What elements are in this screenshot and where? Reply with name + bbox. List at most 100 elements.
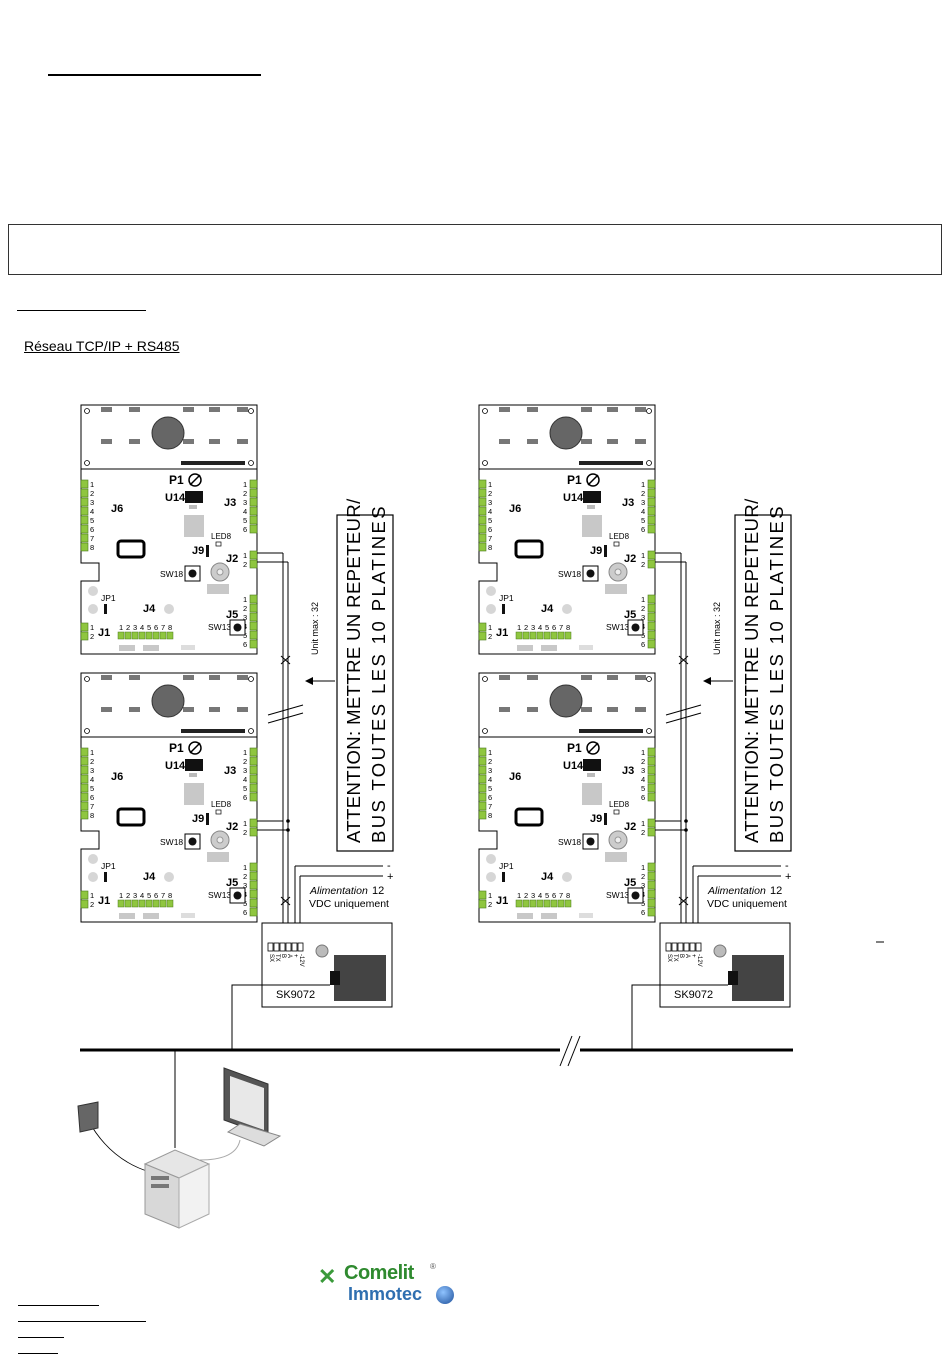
connector-j6-pin-label: 3	[488, 766, 492, 775]
connector-j3-pin-label: 4	[641, 507, 645, 516]
label-u14: U14	[165, 760, 186, 772]
connector-j5-pin	[249, 862, 258, 872]
module-terminal	[665, 942, 672, 952]
module-terminal-label: B	[678, 954, 684, 958]
connector-j4-pin	[131, 631, 139, 640]
connector-j6-pin	[80, 792, 89, 802]
buzzer-center	[216, 568, 224, 576]
mount-hole-icon	[482, 460, 488, 466]
board-mid-tab	[129, 439, 140, 444]
connector-j6-pin-label: 3	[90, 498, 94, 507]
connector-j3-pin-label: 3	[641, 498, 645, 507]
connector-j5-pin	[647, 871, 656, 881]
jumper-jp1	[104, 604, 107, 614]
grey-pad	[517, 645, 533, 651]
potentiometer-slot	[189, 474, 201, 486]
board-top-tab	[183, 407, 194, 412]
label-led8: LED8	[609, 532, 630, 541]
connector-j1-pin-label: 2	[90, 900, 94, 909]
mount-hole-icon	[646, 728, 652, 734]
grey-component-block	[582, 515, 602, 537]
label-led8: LED8	[211, 800, 232, 809]
label-u14: U14	[563, 760, 584, 772]
module-terminal-label: A	[684, 954, 690, 958]
footer-rule-2	[18, 1321, 146, 1322]
connector-j6-pin	[478, 542, 487, 552]
board-top-tab	[183, 675, 194, 680]
connector-j3-pin-label: 6	[243, 793, 247, 802]
notice-box	[8, 224, 942, 275]
board-top-tab	[209, 675, 220, 680]
label-j9: J9	[590, 813, 602, 825]
connector-j4-pin	[529, 631, 537, 640]
connector-j5-pin	[249, 621, 258, 631]
connector-j6-pin	[80, 524, 89, 534]
monitor-base	[226, 1123, 282, 1147]
power-plus-label: +	[387, 871, 393, 883]
grey-component-block	[184, 515, 204, 537]
server-drive-slot	[151, 1184, 169, 1188]
board-mid-tab	[581, 439, 592, 444]
connector-j3-pin-label: 1	[243, 748, 247, 757]
component-circle	[88, 604, 98, 614]
display-connector-outline	[514, 807, 544, 827]
chip-u14-pad	[587, 773, 595, 777]
attention-text-line1: ATTENTION: METTRE UN REPETEUR/	[741, 498, 762, 843]
connector-j3-pin	[647, 765, 656, 775]
connector-j4-pin	[515, 631, 523, 640]
label-p1: P1	[567, 473, 582, 487]
board-mid-tab	[635, 707, 646, 712]
arrow-head-icon	[305, 677, 313, 685]
connector-j1-pin-label: 1	[488, 891, 492, 900]
connector-j5-pin-label: 1	[243, 595, 247, 604]
unit-max-label: Unit max : 32	[310, 602, 320, 655]
grey-pad	[541, 913, 557, 919]
board-top-tab	[209, 407, 220, 412]
board-mid-tab	[183, 439, 194, 444]
label-sw13: SW13	[606, 890, 629, 900]
connector-j4-pin-label: 2	[524, 891, 528, 900]
connector-j5-pin-label: 2	[243, 604, 247, 613]
connector-j4-pin	[138, 899, 146, 908]
chip-u14-pad	[189, 773, 197, 777]
connector-j2-pin	[647, 550, 656, 560]
led8-icon	[613, 809, 620, 815]
connector-j4-pin-label: 5	[545, 891, 549, 900]
connector-j6-pin-label: 4	[488, 507, 492, 516]
module-terminal	[683, 942, 690, 952]
attention-box	[336, 514, 394, 852]
connector-j5-pin-label: 1	[641, 863, 645, 872]
connector-j4-pin	[536, 631, 544, 640]
connector-j3-pin	[249, 515, 258, 525]
connector-j6-pin	[80, 533, 89, 543]
module-ethernet-link	[631, 984, 728, 1050]
connector-j2-pin	[647, 827, 656, 837]
label-j5: J5	[226, 609, 238, 621]
module-terminal	[671, 942, 678, 952]
connector-j4-pin	[145, 631, 153, 640]
board-top-tab	[499, 407, 510, 412]
connector-j6-pin-label: 8	[488, 811, 492, 820]
switch-sw13-button	[631, 623, 640, 632]
potentiometer-icon	[586, 741, 600, 755]
connector-j4-pin-label: 2	[126, 891, 130, 900]
connector-j3-pin	[647, 524, 656, 534]
connector-j3-pin-label: 1	[641, 748, 645, 757]
connector-j3-pin	[249, 756, 258, 766]
component-circle	[88, 586, 98, 596]
connector-j5-pin	[647, 603, 656, 613]
connector-j5-pin	[647, 880, 656, 890]
bus-twist-mark	[678, 896, 689, 906]
connector-j3-pin	[249, 506, 258, 516]
module-terminal-label: +	[292, 954, 298, 958]
connector-j5-pin	[647, 889, 656, 899]
connector-j5-pin-label: 3	[641, 881, 645, 890]
connector-j4-pin-label: 3	[133, 891, 137, 900]
mount-hole-icon	[84, 728, 90, 734]
connector-j2-pin	[647, 559, 656, 569]
logo-bottom-text: Immotec	[348, 1284, 423, 1304]
connector-j6-pin	[478, 774, 487, 784]
section-title: Réseau TCP/IP + RS485	[24, 338, 180, 354]
connector-j5-pin	[249, 639, 258, 649]
